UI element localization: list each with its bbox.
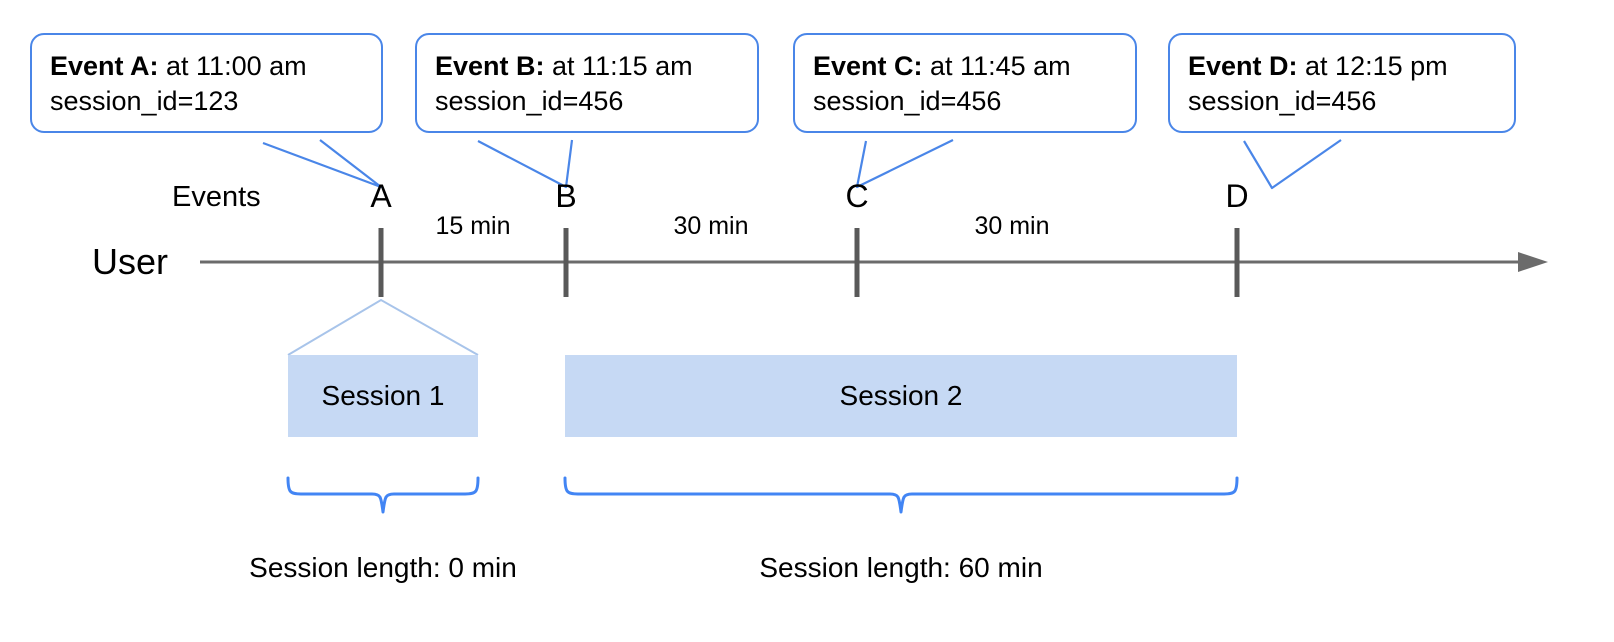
callout-b-label: Event B: — [435, 51, 545, 81]
callout-a-session-id: session_id=123 — [50, 86, 239, 117]
callout-d-session-id: session_id=456 — [1188, 86, 1377, 117]
event-letter-d: D — [1225, 178, 1249, 214]
session-1-length-caption: Session length: 0 min — [249, 552, 517, 583]
gap-label-a-b: 15 min — [435, 212, 511, 240]
callout-d-label: Event D: — [1188, 51, 1298, 81]
event-letter-b: B — [555, 178, 577, 214]
callout-c-label: Event C: — [813, 51, 923, 81]
callout-b-time: at 11:15 am — [544, 51, 693, 81]
gap-label-b-c: 30 min — [673, 212, 749, 240]
event-letter-a: A — [370, 178, 392, 214]
callout-event-d[interactable]: Event D: at 12:15 pm session_id=456 — [1168, 33, 1516, 134]
user-row-label: User — [92, 241, 169, 282]
session-bar-2-label: Session 2 — [839, 380, 963, 411]
callout-a-time: at 11:00 am — [158, 51, 307, 81]
session-1-funnel-lines — [287, 298, 479, 356]
callout-tail-d — [1243, 139, 1342, 190]
timeline-axis — [200, 252, 1548, 272]
callout-d-time: at 12:15 pm — [1297, 51, 1448, 81]
callout-tail-c — [855, 139, 954, 189]
session-1-brace — [286, 476, 480, 514]
session-bar-1[interactable]: Session 1 — [288, 355, 478, 437]
callout-event-a[interactable]: Event A: at 11:00 am session_id=123 — [30, 33, 383, 134]
callout-tail-a — [262, 139, 383, 189]
session-2-brace — [563, 476, 1239, 514]
callout-event-c[interactable]: Event C: at 11:45 am session_id=456 — [793, 33, 1137, 134]
session-2-length-caption: Session length: 60 min — [759, 552, 1043, 583]
session-bar-2[interactable]: Session 2 — [565, 355, 1237, 437]
callout-b-session-id: session_id=456 — [435, 86, 624, 117]
events-row-label: Events — [172, 181, 261, 213]
callout-event-b[interactable]: Event B: at 11:15 am session_id=456 — [415, 33, 759, 134]
callout-a-label: Event A: — [50, 51, 159, 81]
callout-c-session-id: session_id=456 — [813, 86, 1002, 117]
event-letter-c: C — [845, 178, 869, 214]
session-bar-1-label: Session 1 — [321, 380, 445, 411]
callout-c-time: at 11:45 am — [922, 51, 1071, 81]
gap-label-c-d: 30 min — [974, 212, 1050, 240]
